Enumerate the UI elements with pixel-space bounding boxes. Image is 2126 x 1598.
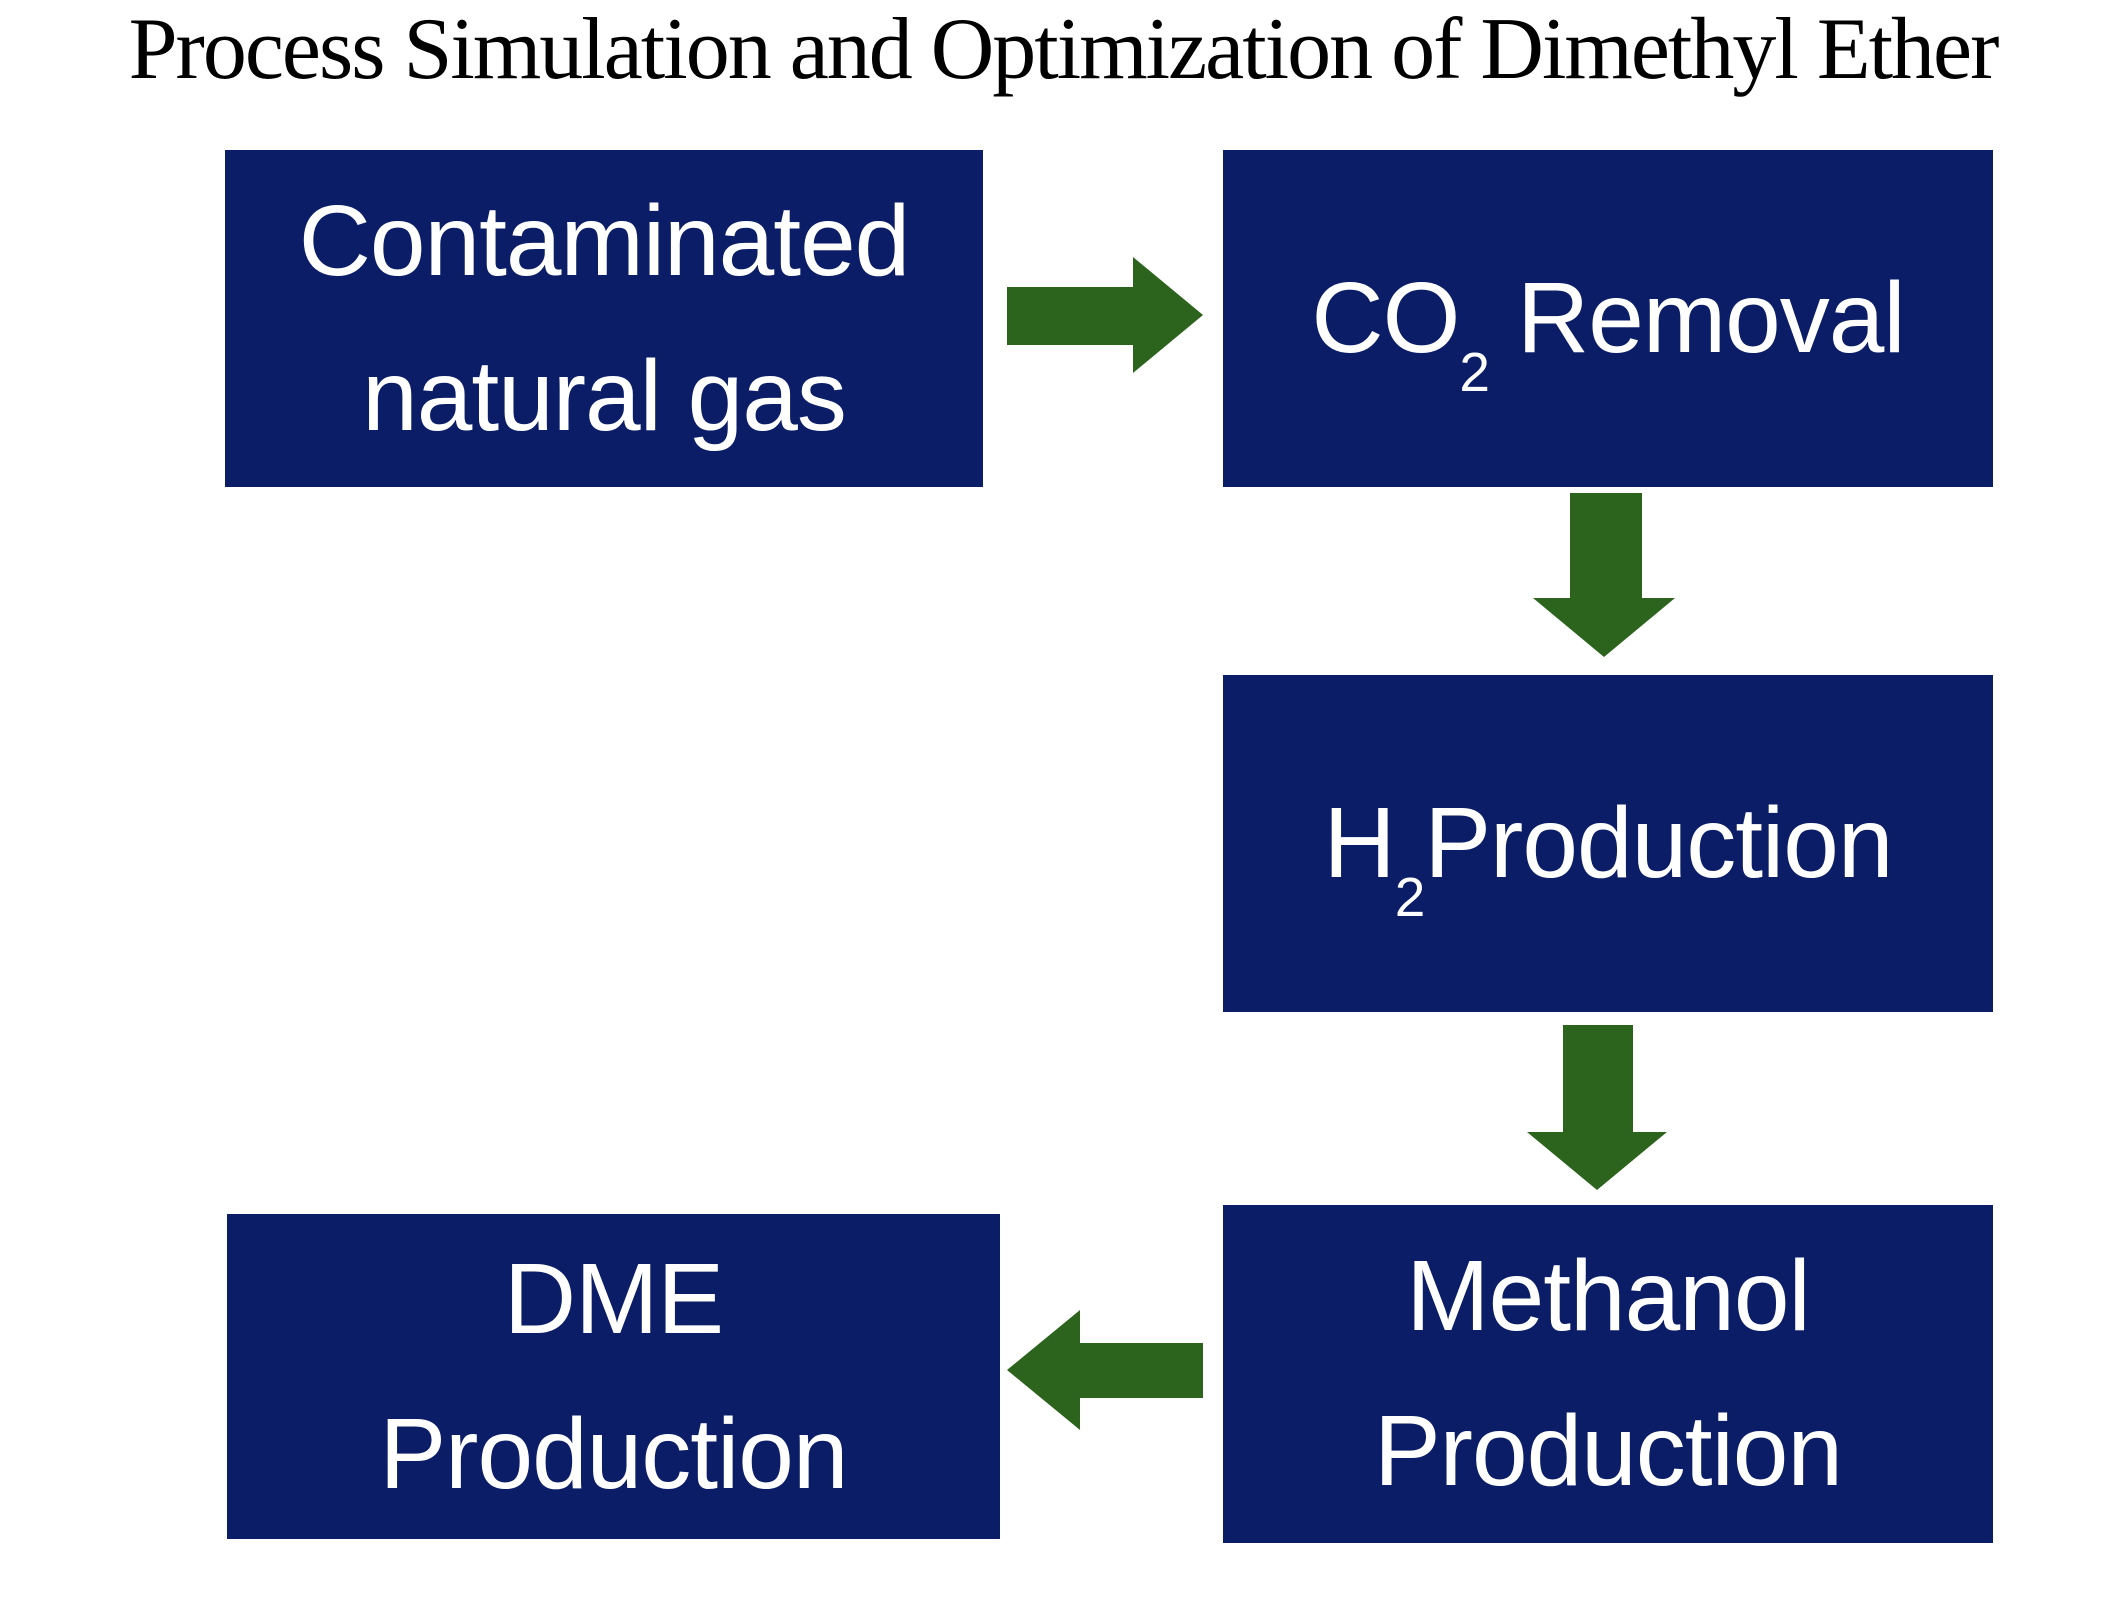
box-label-line: Methanol [1406, 1240, 1810, 1352]
formula-main: H [1323, 787, 1396, 899]
box-label: DME Production [379, 1222, 848, 1532]
box-label: H2Production [1323, 766, 1894, 924]
formula-subscript: 2 [1459, 340, 1490, 403]
box-label-line: natural gas [362, 339, 847, 452]
box-h2-production: H2Production [1223, 675, 1993, 1012]
box-label-rest: Production [1424, 787, 1893, 899]
box-label: Contaminated natural gas [298, 164, 911, 474]
box-label-line: Production [1373, 1395, 1843, 1507]
flow-arrow-down-icon [1533, 493, 1675, 657]
arrow-stem [1079, 1343, 1203, 1398]
box-co2-removal: CO2 Removal [1223, 150, 1993, 487]
formula-main: CO [1311, 262, 1460, 374]
box-label: Methanol Production [1373, 1219, 1843, 1529]
arrow-head [1533, 598, 1675, 657]
box-label-rest: Removal [1517, 262, 1906, 374]
box-label-line: Production [379, 1397, 848, 1510]
flow-arrow-right-icon [1007, 257, 1203, 373]
page-title: Process Simulation and Optimization of D… [128, 1, 2000, 98]
arrow-stem [1007, 287, 1134, 345]
box-dme-production: DME Production [227, 1214, 1000, 1539]
box-methanol-production: Methanol Production [1223, 1205, 1993, 1543]
flow-arrow-left-icon [1007, 1310, 1203, 1430]
arrow-stem [1563, 1025, 1633, 1133]
formula-subscript: 2 [1394, 865, 1426, 928]
arrow-head [1527, 1132, 1667, 1190]
arrow-head [1133, 257, 1203, 373]
box-label-line: Contaminated [298, 184, 911, 297]
box-label-line: DME [503, 1242, 724, 1355]
arrow-stem [1570, 493, 1642, 599]
box-contaminated-natural-gas: Contaminated natural gas [225, 150, 983, 487]
flow-arrow-down-icon [1527, 1025, 1668, 1190]
arrow-head [1007, 1310, 1080, 1430]
